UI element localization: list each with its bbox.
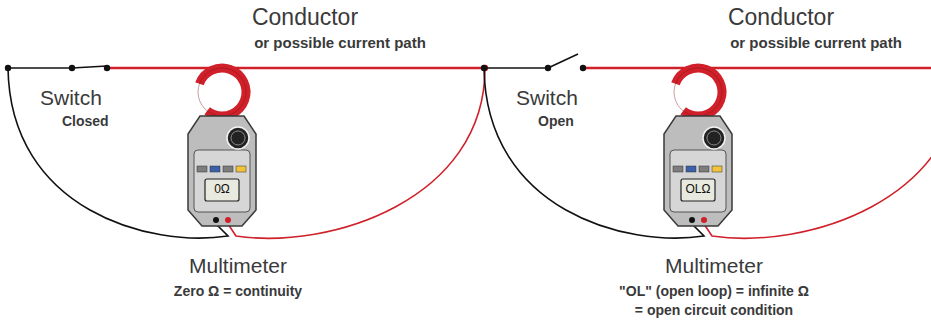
switch-state: Closed — [62, 113, 109, 129]
rotary-knob — [227, 127, 249, 149]
switch-state: Open — [538, 113, 574, 129]
meter-label: Multimeter — [665, 254, 763, 278]
terminal-dot — [5, 65, 11, 71]
meter-button — [197, 166, 207, 172]
meter-face — [670, 150, 726, 212]
switch-label: Switch — [516, 86, 578, 110]
switch-blade — [72, 66, 107, 68]
meter-face — [194, 150, 250, 212]
meter-note: Zero Ω = continuity — [174, 283, 302, 299]
meter-note: "OL" (open loop) = infinite Ω — [619, 283, 809, 299]
conductor-line — [107, 67, 485, 69]
meter-display — [205, 179, 239, 201]
meter-button — [236, 166, 246, 172]
lead-wire — [484, 67, 548, 69]
display-reading: OLΩ — [686, 183, 711, 197]
heading-label: Conductor — [728, 4, 834, 30]
meter-display — [681, 179, 715, 201]
meter-note: = open circuit condition — [635, 302, 793, 318]
lead-wire — [8, 67, 72, 69]
rotary-knob — [703, 127, 725, 149]
meter-button — [686, 166, 696, 172]
meter-button — [223, 166, 233, 172]
switch-blade — [548, 54, 578, 68]
subheading-label: or possible current path — [254, 34, 426, 51]
display-reading: 0Ω — [214, 183, 230, 197]
meter-body — [188, 116, 256, 226]
meter-label: Multimeter — [189, 254, 287, 278]
meter-button — [712, 166, 722, 172]
clamp-meter — [664, 61, 732, 226]
terminal-dot — [69, 65, 75, 71]
clamp-jaw — [191, 61, 253, 123]
conductor-line — [583, 67, 931, 69]
meter-button — [673, 166, 683, 172]
meter-button — [210, 166, 220, 172]
switch-label: Switch — [40, 86, 102, 110]
terminal-dot — [545, 65, 551, 71]
test-lead — [228, 68, 485, 238]
subheading-label: or possible current path — [730, 34, 902, 51]
terminal-dot — [481, 65, 487, 71]
clamp-jaw — [667, 61, 729, 123]
heading-label: Conductor — [252, 4, 358, 30]
terminal-dot — [104, 65, 110, 71]
meter-button — [699, 166, 709, 172]
test-lead — [704, 68, 931, 238]
terminal-dot — [580, 65, 586, 71]
clamp-meter — [188, 61, 256, 226]
meter-body — [664, 116, 732, 226]
